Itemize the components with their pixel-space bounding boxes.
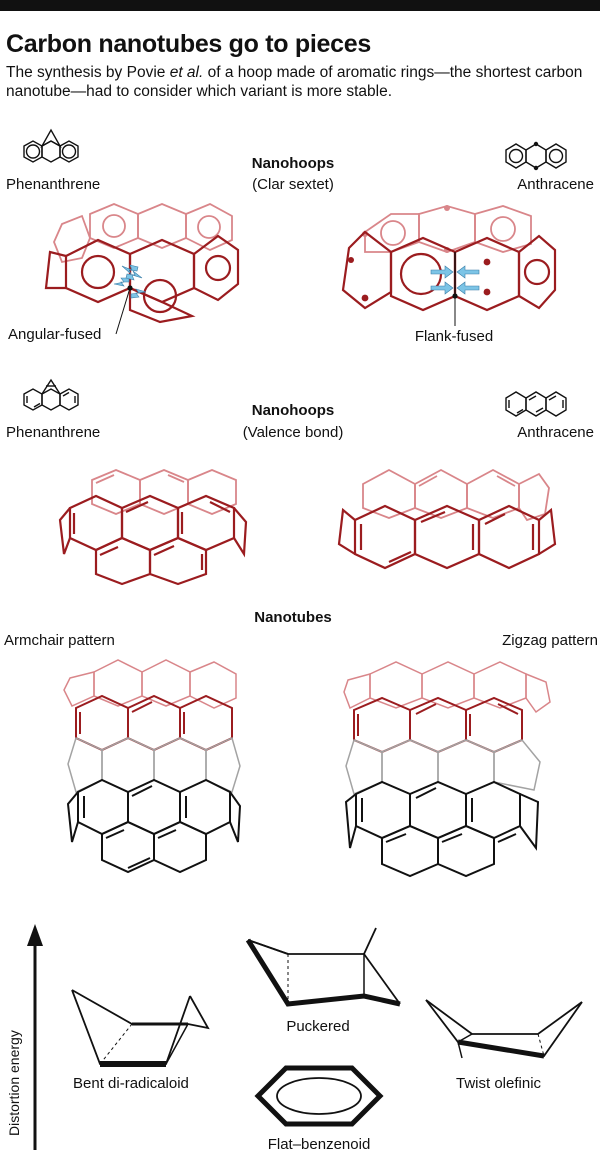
armchair-pattern-label: Armchair pattern xyxy=(4,632,115,649)
clar-sextet-subheading: (Clar sextet) xyxy=(252,176,334,193)
flank-fused-nanohoop xyxy=(341,205,557,326)
puckered-label: Puckered xyxy=(286,1018,350,1035)
phenanthrene-icon-clar xyxy=(23,128,79,163)
valence-bond-nanohoop-armchair xyxy=(58,469,248,586)
zigzag-pattern-label: Zigzag pattern xyxy=(502,632,598,649)
anthracene-label-1: Anthracene xyxy=(517,176,594,193)
angular-fused-nanohoop xyxy=(44,203,240,335)
bent-di-radicaloid-label: Bent di-radicaloid xyxy=(73,1075,189,1092)
top-rule xyxy=(0,0,600,11)
anthracene-icon-vb xyxy=(505,391,567,417)
twist-olefinic-conformer xyxy=(425,999,583,1059)
flat-benzenoid-label: Flat–benzenoid xyxy=(267,1136,371,1153)
flat-benzenoid-conformer xyxy=(254,1065,384,1127)
nanotubes-heading: Nanotubes xyxy=(254,609,332,626)
flank-fused-callout: Flank-fused xyxy=(414,328,494,345)
anthracene-icon-clar xyxy=(505,141,567,171)
puckered-conformer xyxy=(245,927,401,1007)
twist-olefinic-label: Twist olefinic xyxy=(456,1075,542,1092)
valence-bond-nanohoop-zigzag xyxy=(337,468,557,570)
valence-bond-subheading: (Valence bond) xyxy=(242,424,344,441)
bent-di-radicaloid-conformer xyxy=(71,989,210,1067)
figure-subtitle: The synthesis by Povie et al. of a hoop … xyxy=(6,64,583,100)
phenanthrene-label-1: Phenanthrene xyxy=(6,176,101,193)
armchair-nanotube xyxy=(63,659,242,874)
distortion-energy-arrow xyxy=(27,924,43,1150)
angular-fused-callout: Angular-fused xyxy=(8,326,102,343)
phenanthrene-icon-vb xyxy=(23,378,79,411)
nanohoops-heading-1: Nanohoops xyxy=(251,155,335,172)
zigzag-nanotube xyxy=(343,661,551,878)
figure-title: Carbon nanotubes go to pieces xyxy=(6,30,371,58)
nanohoops-heading-2: Nanohoops xyxy=(251,402,335,419)
anthracene-label-2: Anthracene xyxy=(517,424,594,441)
phenanthrene-label-2: Phenanthrene xyxy=(6,424,101,441)
